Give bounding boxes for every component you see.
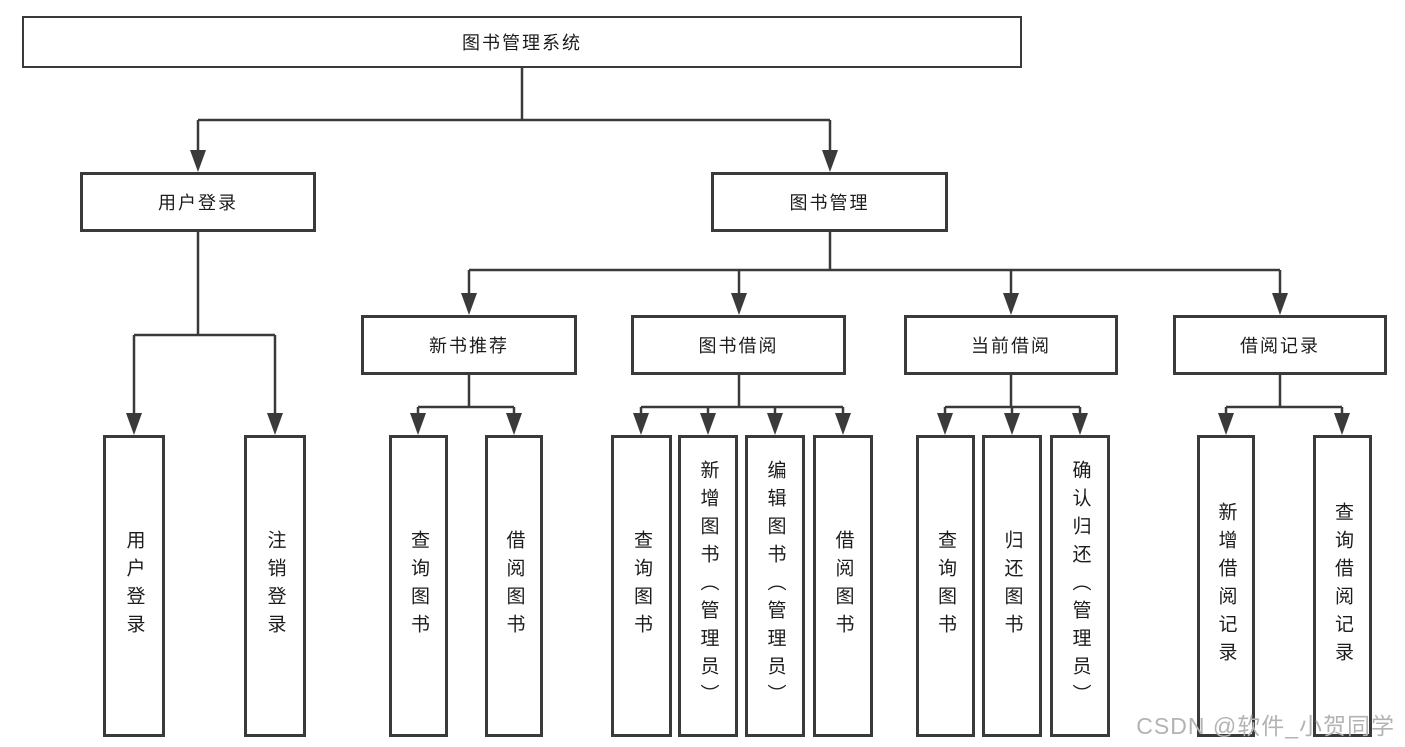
- connector-root-to-level2: [190, 68, 838, 172]
- connector-book-borrowing-children: [633, 375, 851, 435]
- leaf-confirm-return-admin: 确认归还（管理员）: [1050, 435, 1110, 737]
- node-book-borrowing: 图书借阅: [631, 315, 846, 375]
- leaf-search-borrow-record-label: 查询借阅记录: [1332, 502, 1353, 670]
- leaf-current-search-books-label: 查询图书: [935, 530, 956, 642]
- leaf-borrowing-search-books-label: 查询图书: [631, 530, 652, 642]
- leaf-user-login: 用户登录: [103, 435, 165, 737]
- leaf-newbook-search-books: 查询图书: [389, 435, 448, 737]
- leaf-borrowing-search-books: 查询图书: [611, 435, 672, 737]
- leaf-return-books: 归还图书: [982, 435, 1042, 737]
- leaf-add-borrow-record-label: 新增借阅记录: [1215, 502, 1237, 670]
- connector-current-borrowing-children: [937, 375, 1088, 435]
- connector-borrowing-records-children: [1218, 375, 1350, 435]
- leaf-borrow-books-label: 借阅图书: [832, 530, 854, 642]
- leaf-newbook-search-books-label: 查询图书: [408, 530, 429, 642]
- leaf-current-search-books: 查询图书: [916, 435, 975, 737]
- connector-book-management-children: [461, 232, 1288, 315]
- connector-user-login-children: [126, 232, 283, 435]
- leaf-newbook-borrow-books: 借阅图书: [485, 435, 543, 737]
- leaf-search-borrow-record: 查询借阅记录: [1313, 435, 1372, 737]
- leaf-newbook-borrow-books-label: 借阅图书: [503, 530, 525, 642]
- leaf-return-books-label: 归还图书: [1001, 530, 1023, 642]
- connector-new-book-children: [410, 375, 522, 435]
- leaf-user-login-label: 用户登录: [123, 530, 145, 642]
- leaf-logout: 注销登录: [244, 435, 306, 737]
- node-borrowing-records: 借阅记录: [1173, 315, 1387, 375]
- leaf-add-books-admin-label: 新增图书（管理员）: [697, 460, 719, 712]
- leaf-confirm-return-admin-label: 确认归还（管理员）: [1069, 460, 1091, 712]
- leaf-logout-label: 注销登录: [264, 530, 286, 642]
- leaf-borrow-books: 借阅图书: [813, 435, 873, 737]
- node-library-management-system: 图书管理系统: [22, 16, 1022, 68]
- leaf-edit-books-admin-label: 编辑图书（管理员）: [764, 460, 786, 712]
- leaf-add-books-admin: 新增图书（管理员）: [678, 435, 738, 737]
- node-current-borrowing: 当前借阅: [904, 315, 1118, 375]
- node-book-management: 图书管理: [711, 172, 948, 232]
- leaf-edit-books-admin: 编辑图书（管理员）: [745, 435, 805, 737]
- node-user-login: 用户登录: [80, 172, 316, 232]
- node-new-book-recommendation: 新书推荐: [361, 315, 577, 375]
- leaf-add-borrow-record: 新增借阅记录: [1197, 435, 1255, 737]
